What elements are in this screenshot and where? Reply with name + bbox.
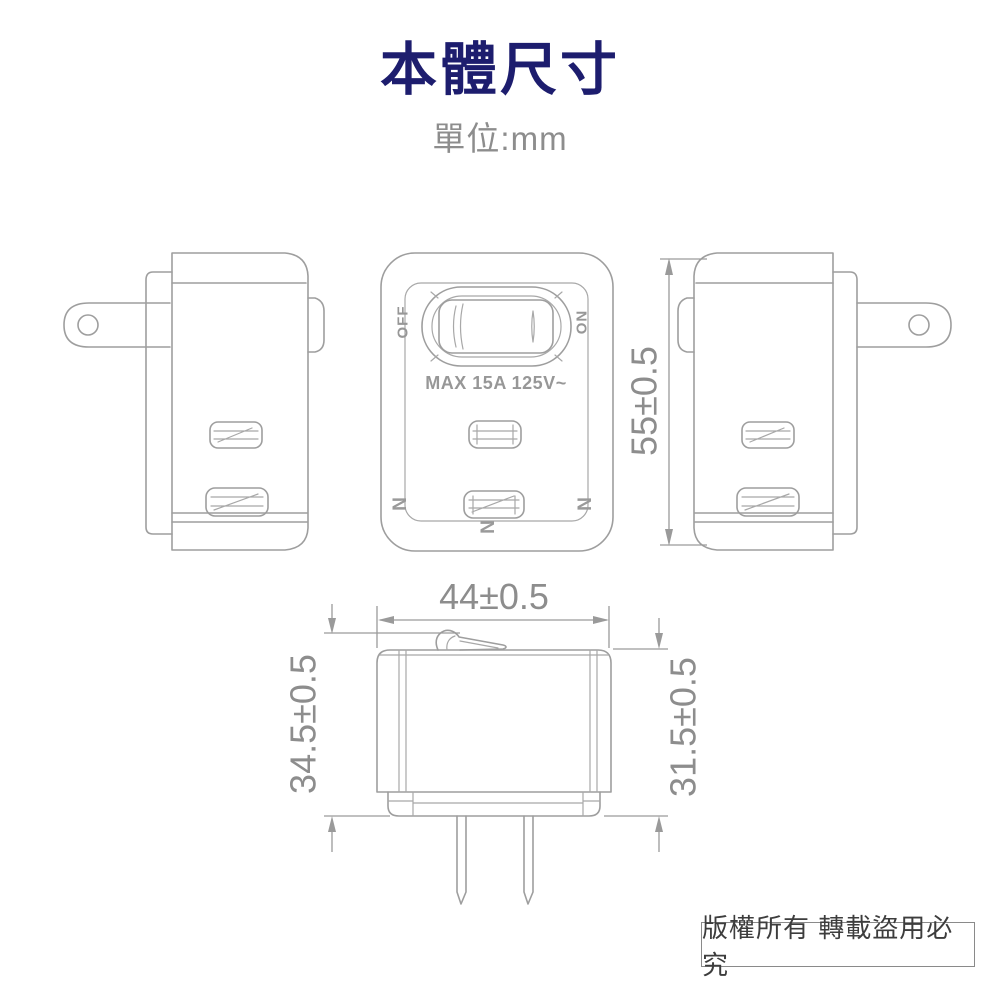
left-view-flange: [145, 271, 173, 535]
bottom-view-right-prong: [523, 815, 534, 905]
left-view-prong-hole: [77, 314, 99, 336]
right-view-bottom-seams: [694, 512, 834, 523]
copyright-notice: 版權所有 轉載盜用必究: [701, 913, 975, 980]
front-view-body-outline: [380, 252, 614, 552]
dimension-height-value: 55±0.5: [624, 346, 665, 456]
dimension-depth-body-value: 31.5±0.5: [663, 657, 704, 797]
left-view-bottom-seams: [171, 512, 308, 523]
dimension-depth-total: 34.5±0.5: [283, 604, 460, 852]
neutral-mark-right: N: [573, 497, 594, 511]
header: 本體尺寸 單位:mm: [0, 38, 1000, 160]
left-view-body-outline: [171, 252, 309, 551]
right-view-body-outline: [693, 252, 834, 551]
switch-on-groove: [531, 310, 535, 343]
dimension-depth-body: 31.5±0.5: [604, 618, 704, 852]
right-view-prong-hole: [908, 314, 930, 336]
right-view-switch-bump: [677, 297, 695, 353]
dimension-width: 44±0.5: [376, 576, 610, 648]
bottom-view-body-outline: [376, 649, 612, 793]
front-view-face-panel: [404, 282, 589, 522]
dimension-depth-total-value: 34.5±0.5: [283, 654, 324, 794]
bottom-view-base: [387, 791, 601, 817]
switch-on-label: ON: [574, 310, 591, 335]
dimension-width-value: 44±0.5: [439, 576, 549, 617]
copyright-text: 版權所有 轉載盜用必究: [702, 912, 954, 980]
switch-off-label: OFF: [395, 306, 412, 339]
page-title: 本體尺寸: [380, 38, 620, 102]
front-view-lower-socket: [463, 490, 525, 519]
right-view-upper-socket: [741, 421, 795, 449]
unit-label: 單位:mm: [432, 119, 568, 157]
left-side-view: [63, 252, 325, 551]
bottom-view-side-seams: [398, 649, 598, 793]
bottom-view: [376, 629, 612, 905]
right-view-prong: [856, 302, 952, 348]
left-view-switch-bump: [307, 297, 325, 353]
front-view-upper-socket: [468, 420, 522, 449]
dimension-height: 55±0.5: [624, 258, 707, 546]
right-side-view: [677, 252, 952, 551]
neutral-mark-center: N: [476, 520, 497, 534]
left-view-lower-socket: [205, 487, 269, 517]
neutral-mark-left: N: [388, 497, 409, 511]
front-view: OFF ON MAX 15A 125V~ N N N: [380, 252, 614, 552]
rating-text: MAX 15A 125V~: [425, 373, 566, 393]
bottom-view-left-prong: [456, 815, 467, 905]
switch-rocker: [438, 299, 554, 354]
left-view-upper-socket: [209, 421, 263, 449]
power-switch: [421, 286, 572, 367]
right-view-flange: [832, 271, 858, 535]
left-view-prong: [63, 302, 171, 348]
right-view-lower-socket: [736, 487, 800, 517]
